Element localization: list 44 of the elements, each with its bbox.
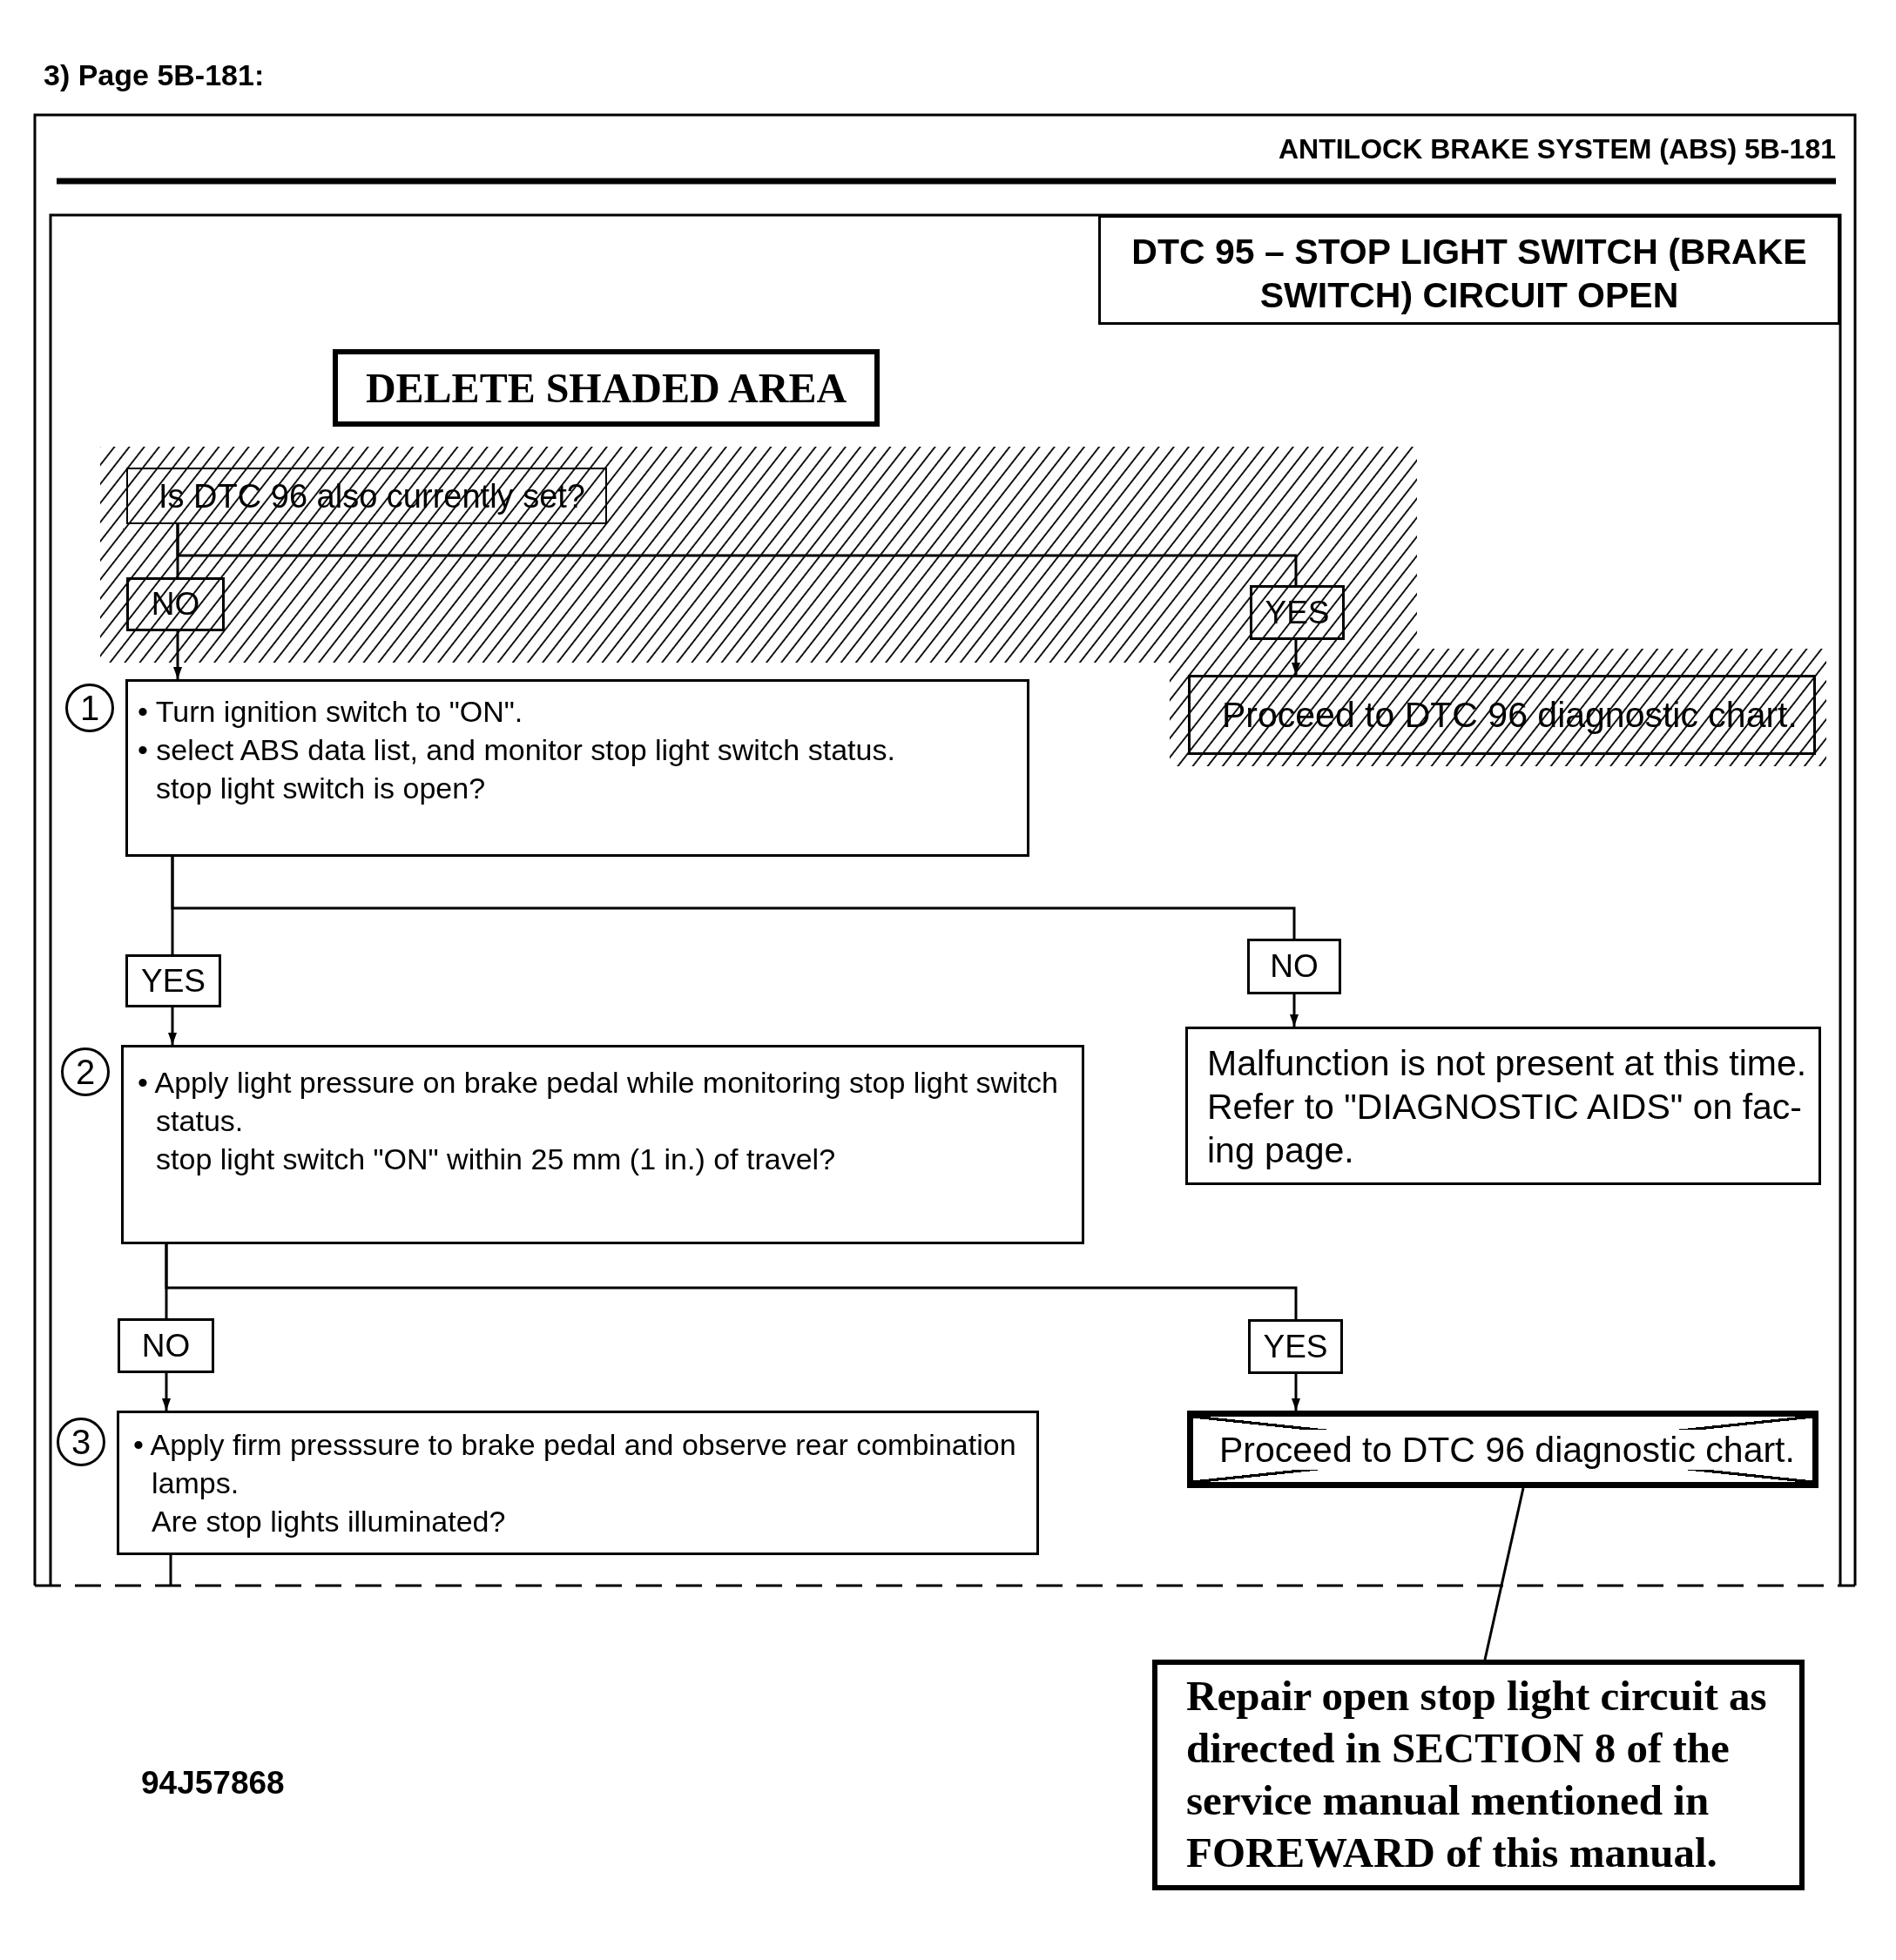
step-box bbox=[121, 1045, 1084, 1244]
answer-tag bbox=[1247, 939, 1341, 994]
arrow bbox=[1290, 994, 1299, 1027]
arrow bbox=[173, 631, 182, 679]
arrow bbox=[1292, 1374, 1300, 1411]
step-box bbox=[117, 1411, 1039, 1555]
note-text: Repair open stop light circuit as directed in SECTION 8 of the service manual mentioned in FOREWARD of this manual. bbox=[1186, 1671, 1768, 1878]
step-instruction: • select ABS data list, and monitor stop light switch status. bbox=[138, 732, 896, 768]
step-instruction: • Apply firm presssure to brake pedal and observe rear combination lamps. bbox=[133, 1427, 1017, 1501]
step-number: 1 bbox=[65, 684, 114, 732]
chart-heading: DTC 95 – STOP LIGHT SWITCH (BRAKE SWITCH) CIRCUIT OPEN bbox=[1130, 231, 1808, 317]
step-instruction: • Apply light pressure on brake pedal while monitoring stop light switch status. bbox=[138, 1065, 1060, 1139]
answer-label: YES bbox=[140, 961, 206, 1000]
result-text: Malfunction is not present at this time. Refer to "DIAGNOSTIC AIDS" on fac- ing page. bbox=[1207, 1042, 1808, 1172]
crossed-out-box bbox=[1187, 1411, 1818, 1488]
figure-number: 94J57868 bbox=[141, 1767, 285, 1799]
step-number: 2 bbox=[61, 1047, 110, 1096]
answer-tag bbox=[118, 1318, 214, 1373]
step-instruction: • Turn ignition switch to "ON". bbox=[138, 694, 524, 730]
connector-line bbox=[176, 524, 1298, 585]
step-question: Are stop lights illuminated? bbox=[151, 1504, 507, 1539]
running-header: ANTILOCK BRAKE SYSTEM (ABS) 5B-181 bbox=[1278, 135, 1836, 163]
arrow bbox=[162, 1373, 171, 1411]
step-question: stop light switch is open? bbox=[155, 771, 487, 806]
answer-label: NO bbox=[141, 1326, 191, 1365]
step-question: stop light switch "ON" within 25 mm (1 in.) of travel? bbox=[155, 1142, 837, 1177]
connector-line bbox=[169, 1555, 172, 1586]
page-title: 3) Page 5B-181: bbox=[44, 60, 265, 90]
instruction-box bbox=[333, 349, 880, 427]
answer-tag bbox=[1248, 1319, 1343, 1374]
leader-line bbox=[1483, 1487, 1525, 1660]
heading-box bbox=[1098, 215, 1840, 325]
answer-label: NO bbox=[1270, 947, 1319, 986]
instruction-text: DELETE SHADED AREA bbox=[365, 363, 847, 413]
connector-line bbox=[165, 1244, 1298, 1319]
step-box bbox=[125, 679, 1029, 857]
connector-line bbox=[171, 857, 1296, 939]
arrow bbox=[1292, 640, 1300, 675]
answer-label: YES bbox=[1263, 1327, 1328, 1366]
result-box bbox=[1185, 1027, 1821, 1185]
note-box bbox=[1152, 1660, 1805, 1890]
answer-tag bbox=[125, 954, 221, 1007]
arrow bbox=[168, 1007, 177, 1045]
step-number: 3 bbox=[57, 1418, 105, 1466]
